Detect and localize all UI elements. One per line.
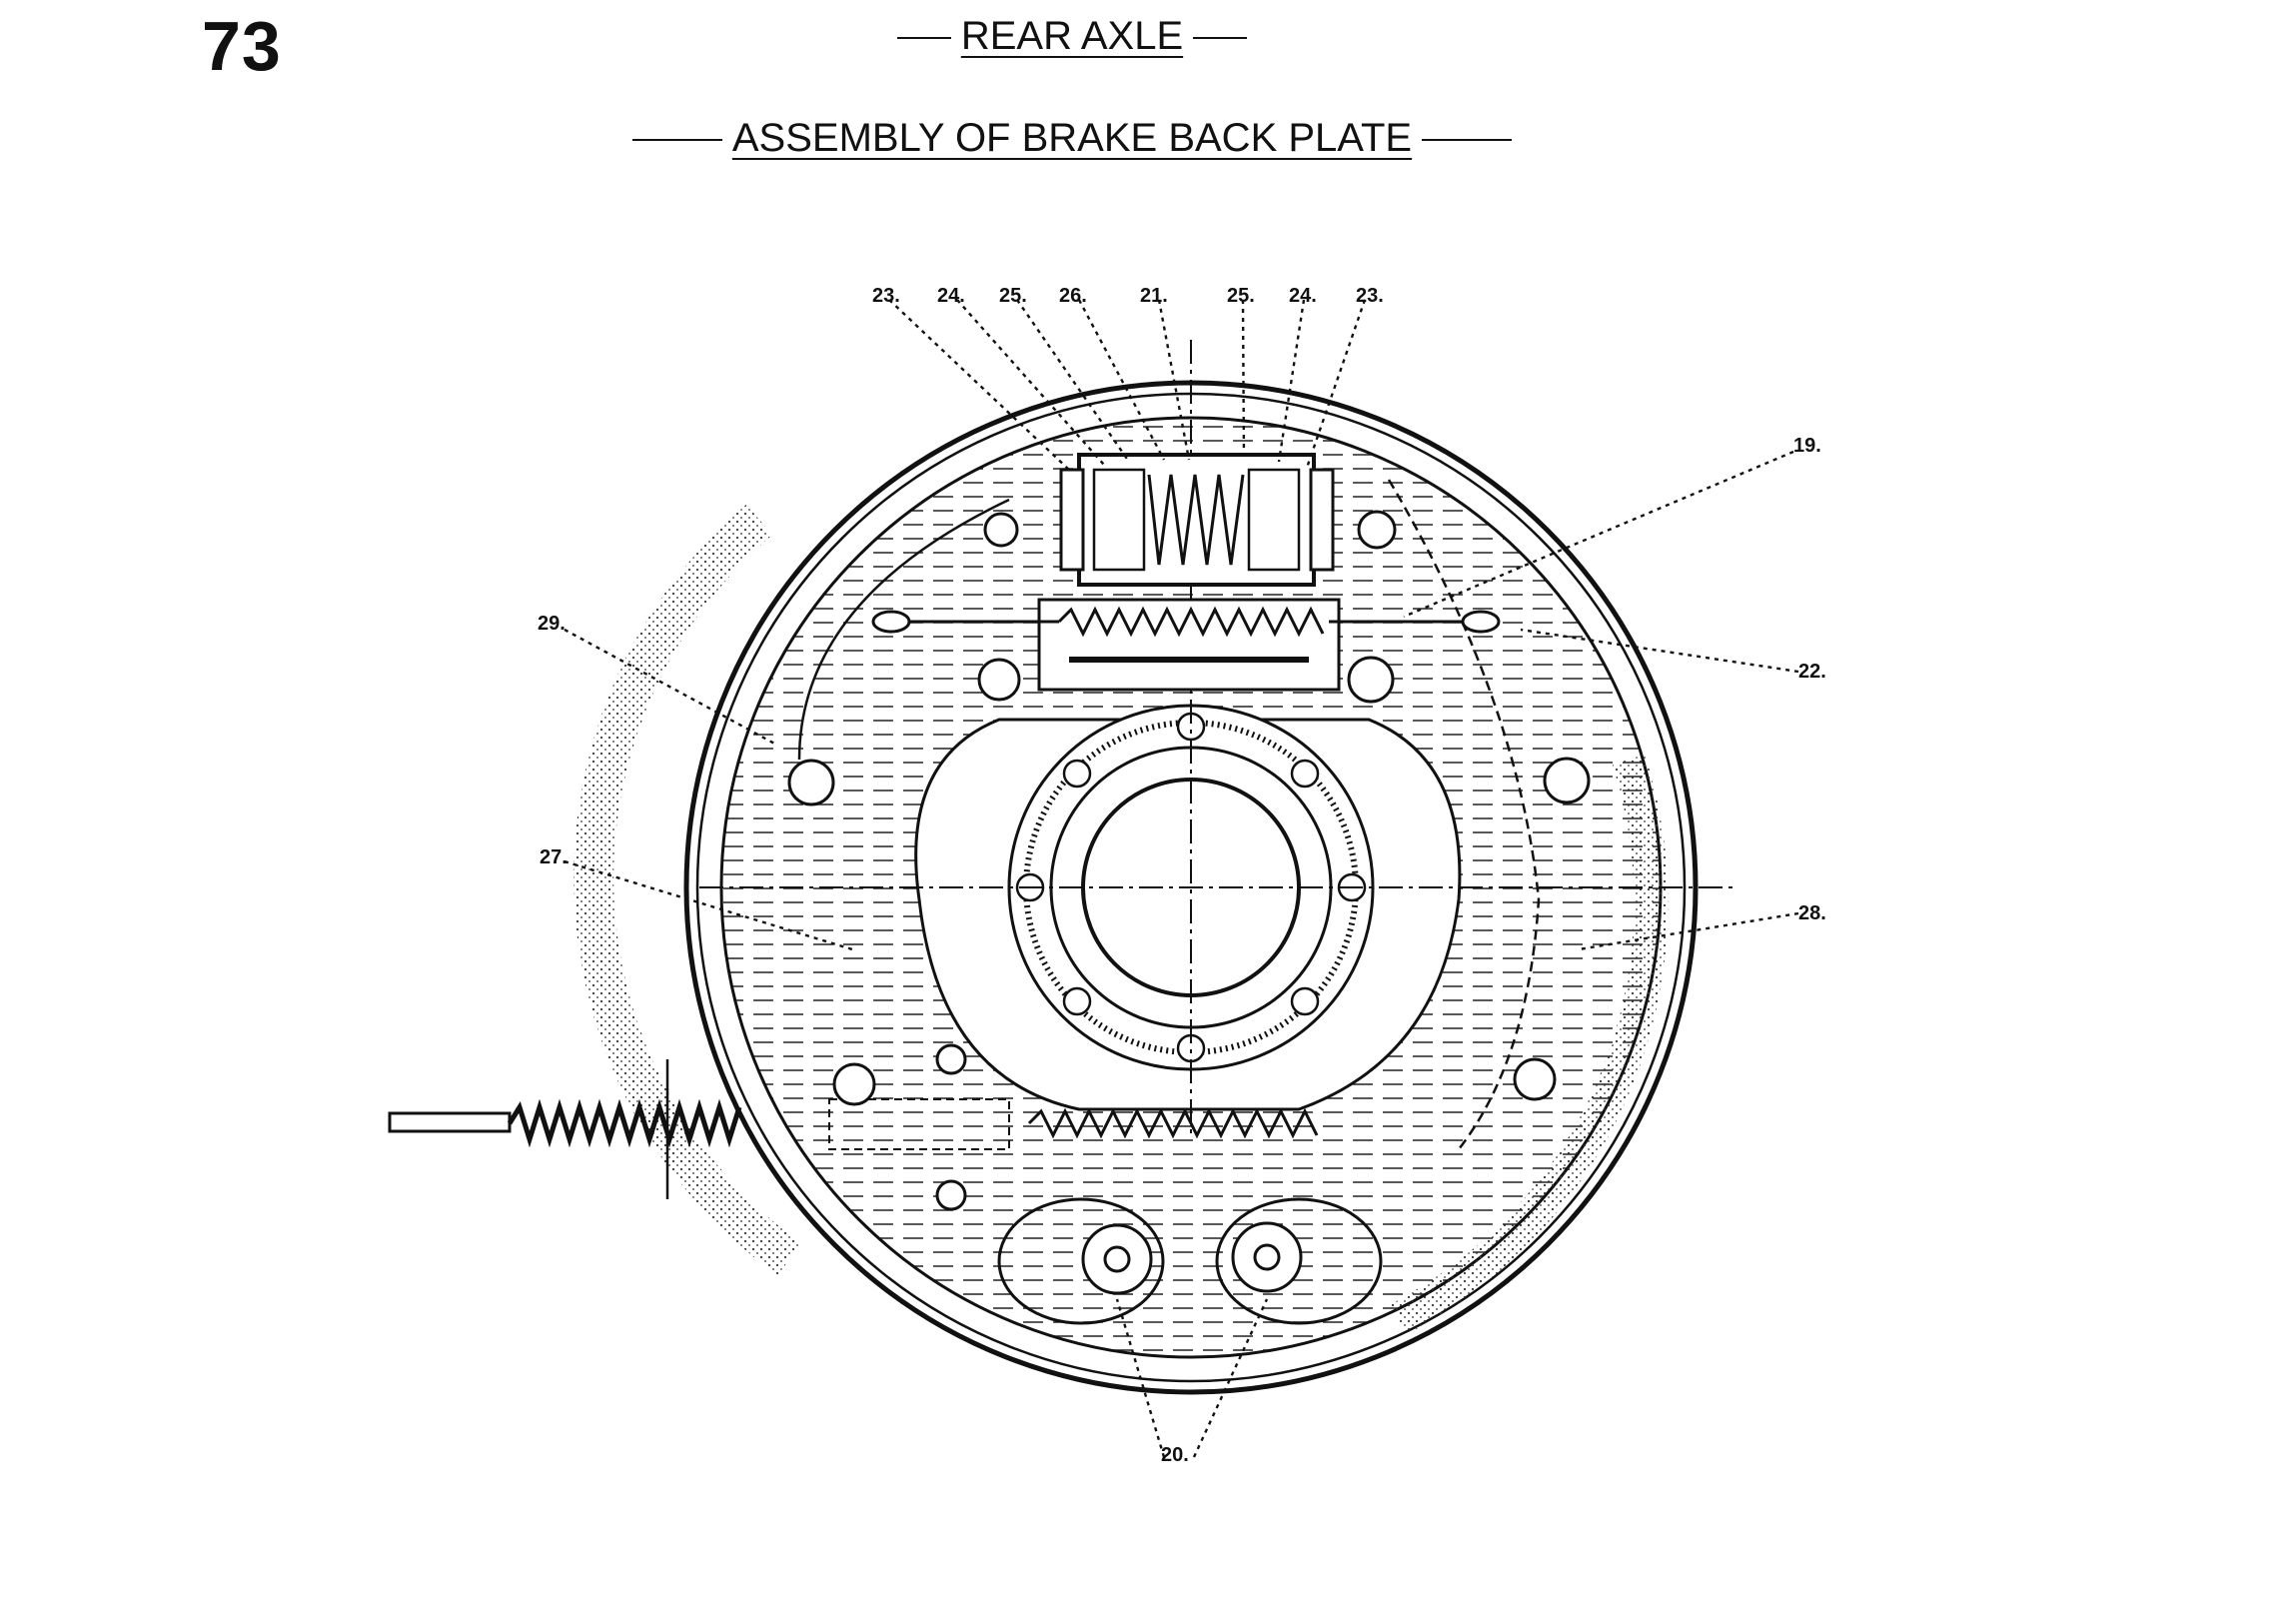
title-text: REAR AXLE xyxy=(960,14,1184,58)
cable-clip-upper xyxy=(935,1043,967,1075)
right-steady-post xyxy=(1543,757,1591,804)
callout-29: 29. xyxy=(538,613,566,635)
callout-24-right: 24. xyxy=(1289,285,1317,307)
hub-bolt-holes xyxy=(1015,712,1367,1063)
left-steady-post xyxy=(787,759,835,806)
left-adjuster-bolt xyxy=(1103,1245,1131,1273)
bottom-spring-coils xyxy=(1027,1107,1319,1139)
page-title: REAR AXLE xyxy=(0,14,2144,59)
page-subtitle: ASSEMBLY OF BRAKE BACK PLATE xyxy=(0,116,2144,161)
left-shoe-anchor xyxy=(871,610,911,634)
wheel-cylinder xyxy=(1037,453,1341,692)
right-lining xyxy=(1391,754,1669,1335)
top-spring-coils xyxy=(1057,606,1325,638)
cylinder-left-cap xyxy=(1059,468,1085,572)
right-adjuster-bolt xyxy=(1253,1243,1281,1271)
leader-lines xyxy=(564,299,1799,1458)
subtitle-text: ASSEMBLY OF BRAKE BACK PLATE xyxy=(731,116,1413,160)
callout-25-right: 25. xyxy=(1227,285,1255,307)
right-shoe-pivot xyxy=(1347,656,1395,704)
left-shoe-pivot xyxy=(977,658,1021,702)
cable-coil xyxy=(507,1098,742,1148)
top-right-nut xyxy=(1357,510,1397,550)
right-adjuster-cam xyxy=(1215,1197,1383,1325)
cylinder-spring xyxy=(1147,474,1245,566)
callout-27: 27. xyxy=(540,846,568,868)
cylinder-right-cap xyxy=(1309,468,1335,572)
page-number: 73 xyxy=(202,7,282,85)
subtitle-rule-right xyxy=(1422,139,1513,142)
left-shoe-edge xyxy=(797,498,1010,761)
left-adjuster-cam xyxy=(997,1197,1165,1325)
top-left-stud xyxy=(983,512,1019,548)
callout-19: 19. xyxy=(1793,435,1821,457)
callout-25-left: 25. xyxy=(999,285,1027,307)
hub-assembly xyxy=(699,340,1738,1139)
callout-23-left: 23. xyxy=(872,285,900,307)
title-rule-left xyxy=(896,37,951,40)
lower-right-adjuster-post xyxy=(1513,1057,1557,1101)
handbrake-cable xyxy=(388,1111,512,1133)
subtitle-rule-left xyxy=(631,139,722,142)
callout-20: 20. xyxy=(1161,1444,1189,1466)
bottom-spring-and-cable xyxy=(388,1059,1319,1199)
piston-right xyxy=(1247,468,1301,572)
fixings xyxy=(787,510,1591,1325)
handbrake-lever xyxy=(828,1098,1010,1150)
top-return-spring xyxy=(871,606,1501,638)
callout-24-left: 24. xyxy=(937,285,965,307)
left-lining xyxy=(574,504,801,1276)
callout-23-right: 23. xyxy=(1356,285,1384,307)
right-shoe-edge xyxy=(1387,479,1541,1150)
right-shoe-anchor xyxy=(1461,610,1501,634)
callout-21: 21. xyxy=(1140,285,1168,307)
callout-26: 26. xyxy=(1059,285,1087,307)
piston-left xyxy=(1092,468,1146,572)
title-rule-right xyxy=(1193,37,1248,40)
cable-clip-lower xyxy=(935,1179,967,1211)
lower-left-adjuster-post xyxy=(832,1062,876,1106)
callout-28: 28. xyxy=(1798,902,1826,924)
callout-22: 22. xyxy=(1798,661,1826,683)
callout-labels: 23. 24. 25. 26. 21. 25. 24. 23. 19. 29. … xyxy=(538,285,1826,1466)
cylinder-body xyxy=(1077,453,1316,587)
